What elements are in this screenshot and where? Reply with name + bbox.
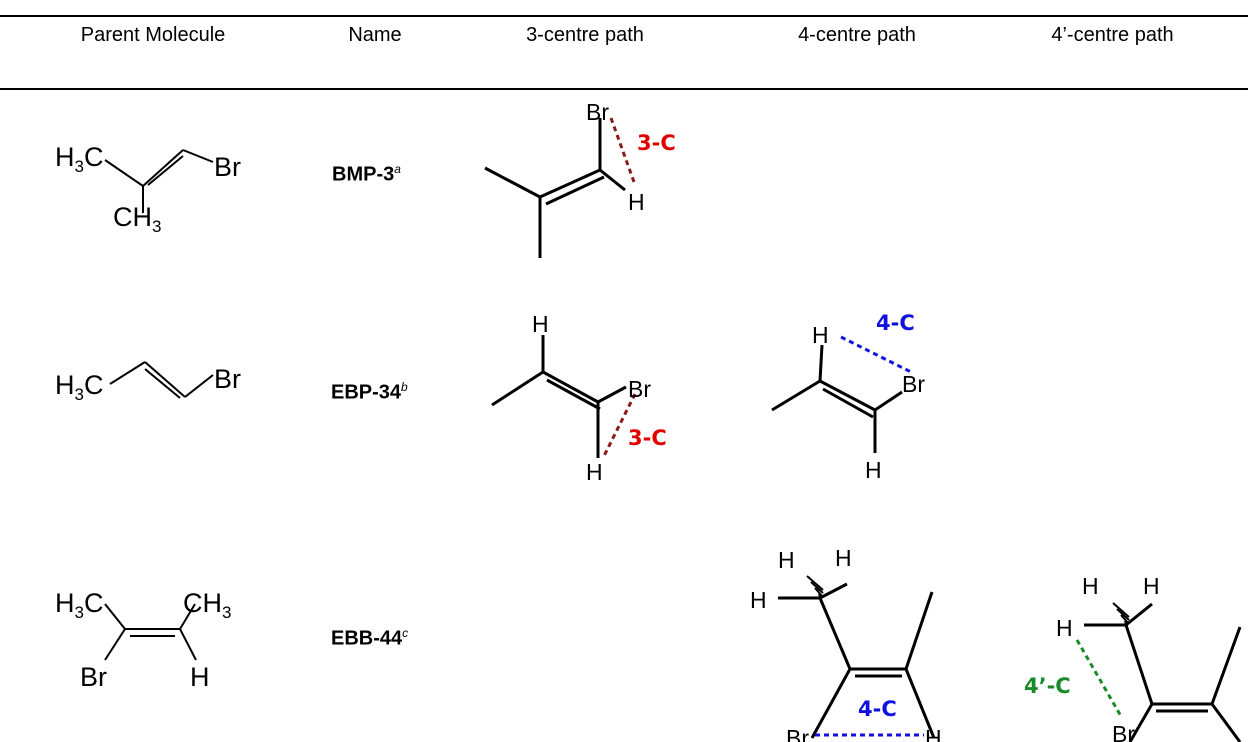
atom-label: H <box>812 322 829 348</box>
atom-label: Br <box>214 364 241 394</box>
atom-label: Br <box>214 152 241 182</box>
ts-structure-ebb-4c <box>778 582 936 739</box>
footnote-marker: a <box>394 162 401 176</box>
table-header-rule <box>0 88 1248 90</box>
ts-structure-bmp-3c <box>484 118 626 258</box>
compound-name-text: EBP-34 <box>331 381 402 404</box>
atom-label: H <box>190 662 210 692</box>
atom-label: H3C <box>55 142 103 176</box>
header-parent-molecule: Parent Molecule <box>80 24 226 46</box>
atom-label: Br <box>902 371 925 397</box>
footnote-marker: c <box>402 626 409 640</box>
compound-name-ebb44: EBB-44c <box>331 626 408 651</box>
table-top-rule <box>0 15 1248 17</box>
hashed-wedge-bond <box>806 575 824 601</box>
compound-name-text: BMP-3 <box>332 163 395 186</box>
atom-label: H <box>925 725 942 742</box>
hashed-wedge-bond <box>1112 602 1130 628</box>
parent-structure-ebp <box>109 361 214 399</box>
footnote-marker: b <box>401 380 408 394</box>
atom-label: Br <box>628 376 651 402</box>
forming-bond-4c <box>840 335 912 374</box>
forming-bond-3c <box>602 393 637 457</box>
atom-label: Br <box>1112 721 1135 742</box>
atom-label: H <box>628 189 645 215</box>
parent-structure-bmp <box>104 149 214 213</box>
atom-label: H3C <box>55 370 103 404</box>
label-4prime-c: 4’-C <box>1024 674 1071 698</box>
compound-name-text: EBB-44 <box>331 627 403 650</box>
ts-structure-ebp-4c <box>771 344 903 453</box>
compound-name-bmp3: BMP-3a <box>332 162 401 187</box>
label-3c: 3-C <box>637 131 676 155</box>
label-3c: 3-C <box>628 426 667 450</box>
atom-label: H <box>778 547 795 573</box>
label-4c: 4-C <box>876 311 915 335</box>
atom-label: H <box>532 311 549 337</box>
header-3-centre-path: 3-centre path <box>526 24 644 46</box>
compound-name-ebp34: EBP-34b <box>331 380 408 405</box>
atom-label: CH3 <box>113 202 161 236</box>
forming-bond-3c <box>609 117 636 183</box>
atom-label: H <box>865 457 882 483</box>
atom-label: Br <box>786 725 809 742</box>
atom-label: Br <box>80 662 107 692</box>
atom-label: H <box>835 545 852 571</box>
ts-structure-ebb-4prime-c <box>1084 602 1242 742</box>
header-4-centre-path: 4-centre path <box>798 24 916 46</box>
atom-label: H <box>750 587 767 613</box>
header-4prime-centre-path: 4’-centre path <box>1051 24 1174 46</box>
atom-label: H <box>1143 573 1160 599</box>
atom-label: H <box>1056 615 1073 641</box>
atom-label: H <box>1082 573 1099 599</box>
forming-bond-4prime-c <box>1075 639 1124 719</box>
ts-structure-ebp-3c <box>491 335 627 458</box>
atom-label: CH3 <box>183 588 231 622</box>
parent-structure-ebb <box>104 603 197 661</box>
label-4c: 4-C <box>858 697 897 721</box>
atom-label: Br <box>586 99 609 125</box>
atom-label: H <box>586 459 603 485</box>
header-name: Name <box>348 24 402 46</box>
atom-label: H3C <box>55 588 103 622</box>
